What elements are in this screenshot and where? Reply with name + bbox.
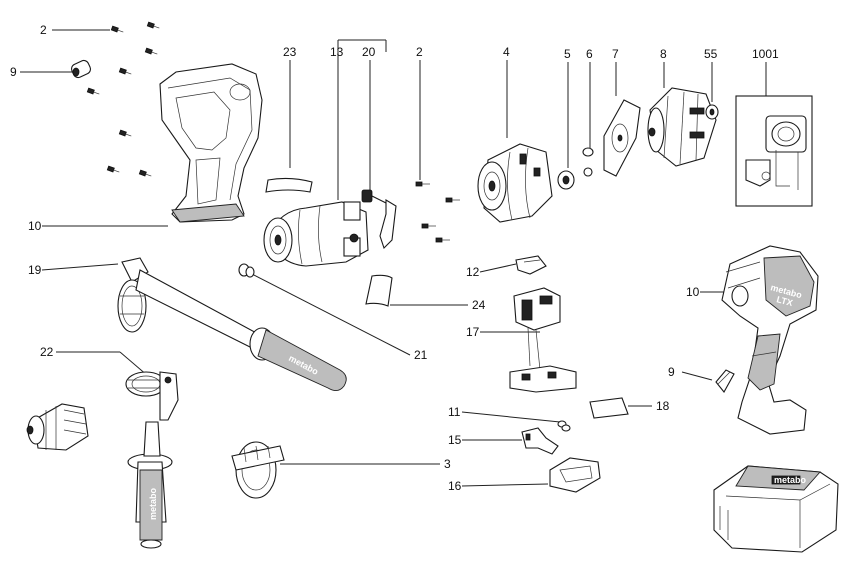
callout-17: 17	[466, 325, 480, 339]
callout-20: 20	[362, 45, 376, 59]
assembled-drill-10: metabo LTX	[721, 245, 819, 435]
callout-16: 16	[448, 479, 462, 493]
callout-4: 4	[503, 45, 510, 59]
callout-10: 10	[28, 219, 42, 233]
motor-screws	[415, 181, 460, 243]
callout-18: 18	[656, 399, 670, 413]
callout-21: 21	[414, 348, 428, 362]
callout-12: 12	[466, 265, 480, 279]
side-handle-19: metabo	[117, 257, 347, 391]
gearbox-13	[263, 201, 369, 267]
callout-9b: 9	[668, 365, 675, 379]
aux-handle-22: metabo	[125, 371, 179, 549]
battery-pack: metabo	[713, 465, 839, 553]
cap-pin-9	[70, 59, 92, 79]
bearing-5	[557, 170, 575, 190]
callout-22: 22	[40, 345, 54, 359]
spring-11	[557, 420, 571, 432]
callout-1001: 1001	[752, 47, 779, 61]
callout-3: 3	[444, 457, 451, 471]
selector-20	[361, 189, 397, 250]
callout-19: 19	[28, 263, 42, 277]
collar-brand-text: metabo	[148, 487, 158, 520]
callout-11: 11	[448, 405, 461, 419]
callout-10b: 10	[686, 285, 700, 299]
motor-8	[647, 87, 717, 167]
clamp-collar-3	[231, 441, 285, 499]
callout-2: 2	[40, 23, 47, 37]
callout-6: 6	[586, 47, 593, 61]
pin-9-right	[715, 369, 735, 393]
leader-lines	[20, 29, 767, 487]
callout-9: 9	[10, 65, 17, 79]
housing-screws	[86, 21, 160, 177]
lever-15	[521, 427, 559, 455]
switch-17	[509, 287, 577, 393]
callout-5: 5	[564, 47, 571, 61]
label-sticker-24	[365, 274, 393, 307]
drill-chuck	[26, 403, 89, 451]
electronics-1001	[735, 95, 813, 207]
washer-6	[582, 147, 594, 177]
switch-slider-12	[515, 255, 547, 275]
housing-sub-text: LTX	[775, 294, 793, 308]
callout-13: 13	[330, 45, 344, 59]
callout-labels: 2 9 23 13 20 2 4 5 6 7 8 55 1001 10 19 1…	[10, 23, 779, 493]
callout-15: 15	[448, 433, 462, 447]
callout-24: 24	[472, 298, 486, 312]
bushing-55	[705, 104, 719, 120]
label-18	[589, 397, 629, 419]
label-sticker-23	[265, 177, 313, 193]
callout-23: 23	[283, 45, 297, 59]
motor-flange-7	[603, 99, 641, 177]
callout-2b: 2	[416, 45, 423, 59]
callout-7: 7	[612, 47, 619, 61]
battery-brand-text: metabo	[774, 475, 807, 485]
planetary-gear-4	[477, 143, 553, 223]
callout-55: 55	[704, 47, 718, 61]
ring-21	[238, 263, 255, 278]
base-plate-16	[549, 457, 601, 493]
housing-shell-left	[159, 63, 263, 223]
callout-8: 8	[660, 47, 667, 61]
